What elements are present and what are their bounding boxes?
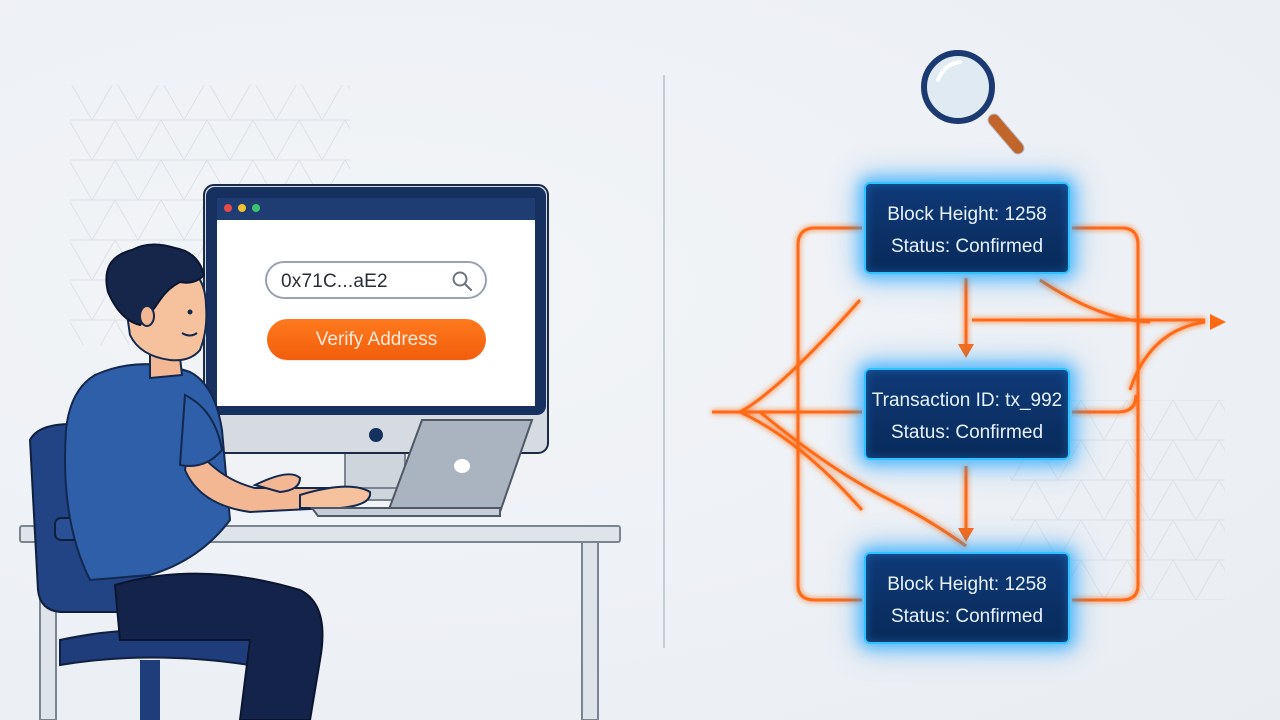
window-close-dot[interactable] (224, 204, 232, 212)
window-minimize-dot[interactable] (238, 204, 246, 212)
laptop (310, 419, 534, 517)
search-icon[interactable] (451, 270, 473, 292)
block-line-2: Status: Confirmed (890, 422, 1044, 443)
block-card-bottom[interactable]: Block Height: 1258 Status: Confirmed (864, 552, 1070, 644)
block-line-2: Status: Confirmed (890, 236, 1044, 257)
flow-arrowheads (958, 314, 1226, 542)
person-figure (64, 243, 372, 720)
block-line-1: Block Height: 1258 (887, 574, 1047, 595)
window-maximize-dot[interactable] (252, 204, 260, 212)
block-line-1: Transaction ID: tx_992 (871, 390, 1063, 411)
verify-address-button[interactable]: Verify Address (267, 319, 486, 360)
block-line-2: Status: Confirmed (890, 606, 1044, 627)
block-card-top[interactable]: Block Height: 1258 Status: Confirmed (864, 182, 1070, 274)
address-search-input[interactable]: 0x71C...aE2 (265, 261, 487, 299)
address-value: 0x71C...aE2 (281, 271, 388, 292)
block-line-1: Block Height: 1258 (887, 204, 1047, 225)
block-card-middle[interactable]: Transaction ID: tx_992 Status: Confirmed (864, 368, 1070, 460)
flow-connectors (712, 226, 1206, 602)
magnifier-icon (921, 50, 1025, 155)
verify-address-label: Verify Address (315, 328, 438, 350)
